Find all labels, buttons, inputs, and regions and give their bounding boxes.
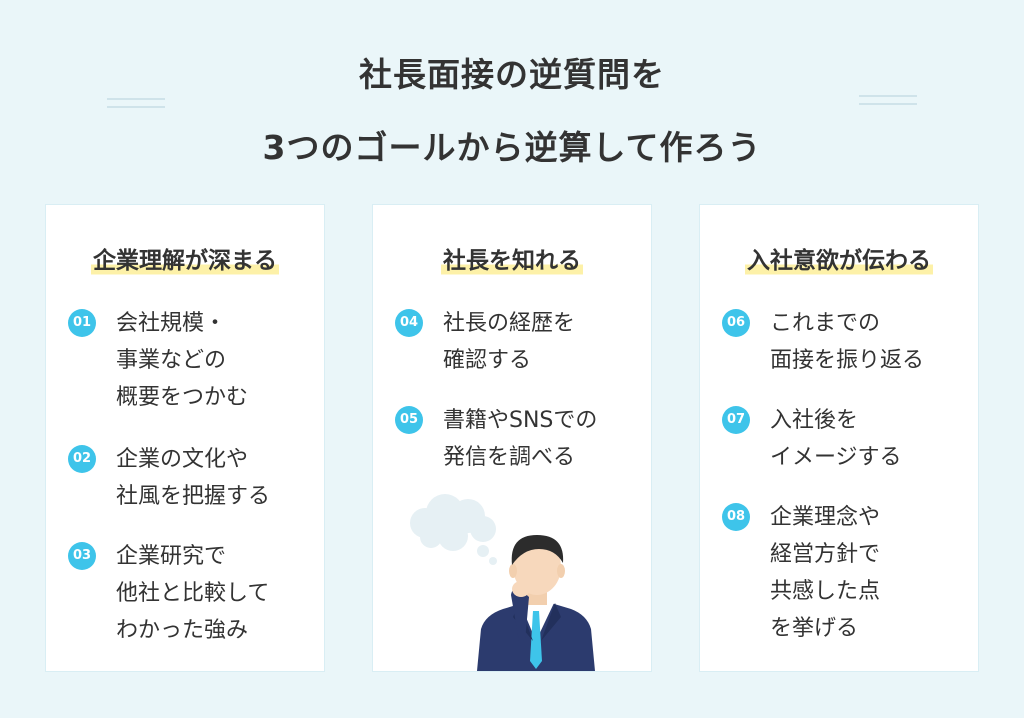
number-badge: 04: [395, 309, 423, 337]
list-item: 05 書籍やSNSでの 発信を調べる: [395, 402, 641, 476]
list-item: 01 会社規模・ 事業などの 概要をつかむ: [68, 305, 314, 416]
number-badge: 08: [722, 503, 750, 531]
item-text: 社長の経歴を 確認する: [443, 311, 576, 373]
list-item: 08 企業理念や 経営方針で 共感した点 を挙げる: [722, 499, 968, 647]
item-text: これまでの 面接を振り返る: [770, 311, 925, 373]
goal-card-company-understanding: 企業理解が深まる 01 会社規模・ 事業などの 概要をつかむ 02 企業の文化や…: [45, 204, 325, 672]
thinking-businessman-icon: [410, 494, 595, 671]
list-item: 06 これまでの 面接を振り返る: [722, 305, 968, 379]
card-title: 企業理解が深まる: [91, 241, 279, 279]
card-title: 入社意欲が伝わる: [745, 241, 933, 279]
number-badge: 01: [68, 309, 96, 337]
decorative-line: [107, 106, 165, 108]
decorative-line: [859, 95, 917, 97]
goal-card-know-president: 社長を知れる 04 社長の経歴を 確認する 05 書籍やSNSでの 発信を調べる: [372, 204, 652, 672]
title-line-2: 3つのゴールから逆算して作ろう: [262, 128, 762, 167]
item-text: 企業理念や 経営方針で 共感した点 を挙げる: [770, 505, 881, 641]
item-text: 企業研究で 他社と比較して わかった強み: [116, 544, 270, 643]
number-badge: 02: [68, 445, 96, 473]
item-text: 企業の文化や 社風を把握する: [116, 447, 271, 509]
decorative-line: [859, 103, 917, 105]
list-item: 07 入社後を イメージする: [722, 402, 968, 476]
number-badge: 06: [722, 309, 750, 337]
number-badge: 03: [68, 542, 96, 570]
list-item: 04 社長の経歴を 確認する: [395, 305, 641, 379]
item-text: 会社規模・ 事業などの 概要をつかむ: [116, 311, 249, 410]
list-item: 03 企業研究で 他社と比較して わかった強み: [68, 538, 314, 649]
number-badge: 05: [395, 406, 423, 434]
goal-card-convey-motivation: 入社意欲が伝わる 06 これまでの 面接を振り返る 07 入社後を イメージする…: [699, 204, 979, 672]
title-line-1: 社長面接の逆質問を: [359, 55, 665, 94]
item-text: 書籍やSNSでの 発信を調べる: [443, 408, 598, 470]
item-text: 入社後を イメージする: [770, 408, 902, 470]
decorative-line: [107, 98, 165, 100]
list-item: 02 企業の文化や 社風を把握する: [68, 441, 314, 515]
thought-bubble-icon: [410, 494, 497, 565]
card-title: 社長を知れる: [441, 241, 583, 279]
number-badge: 07: [722, 406, 750, 434]
